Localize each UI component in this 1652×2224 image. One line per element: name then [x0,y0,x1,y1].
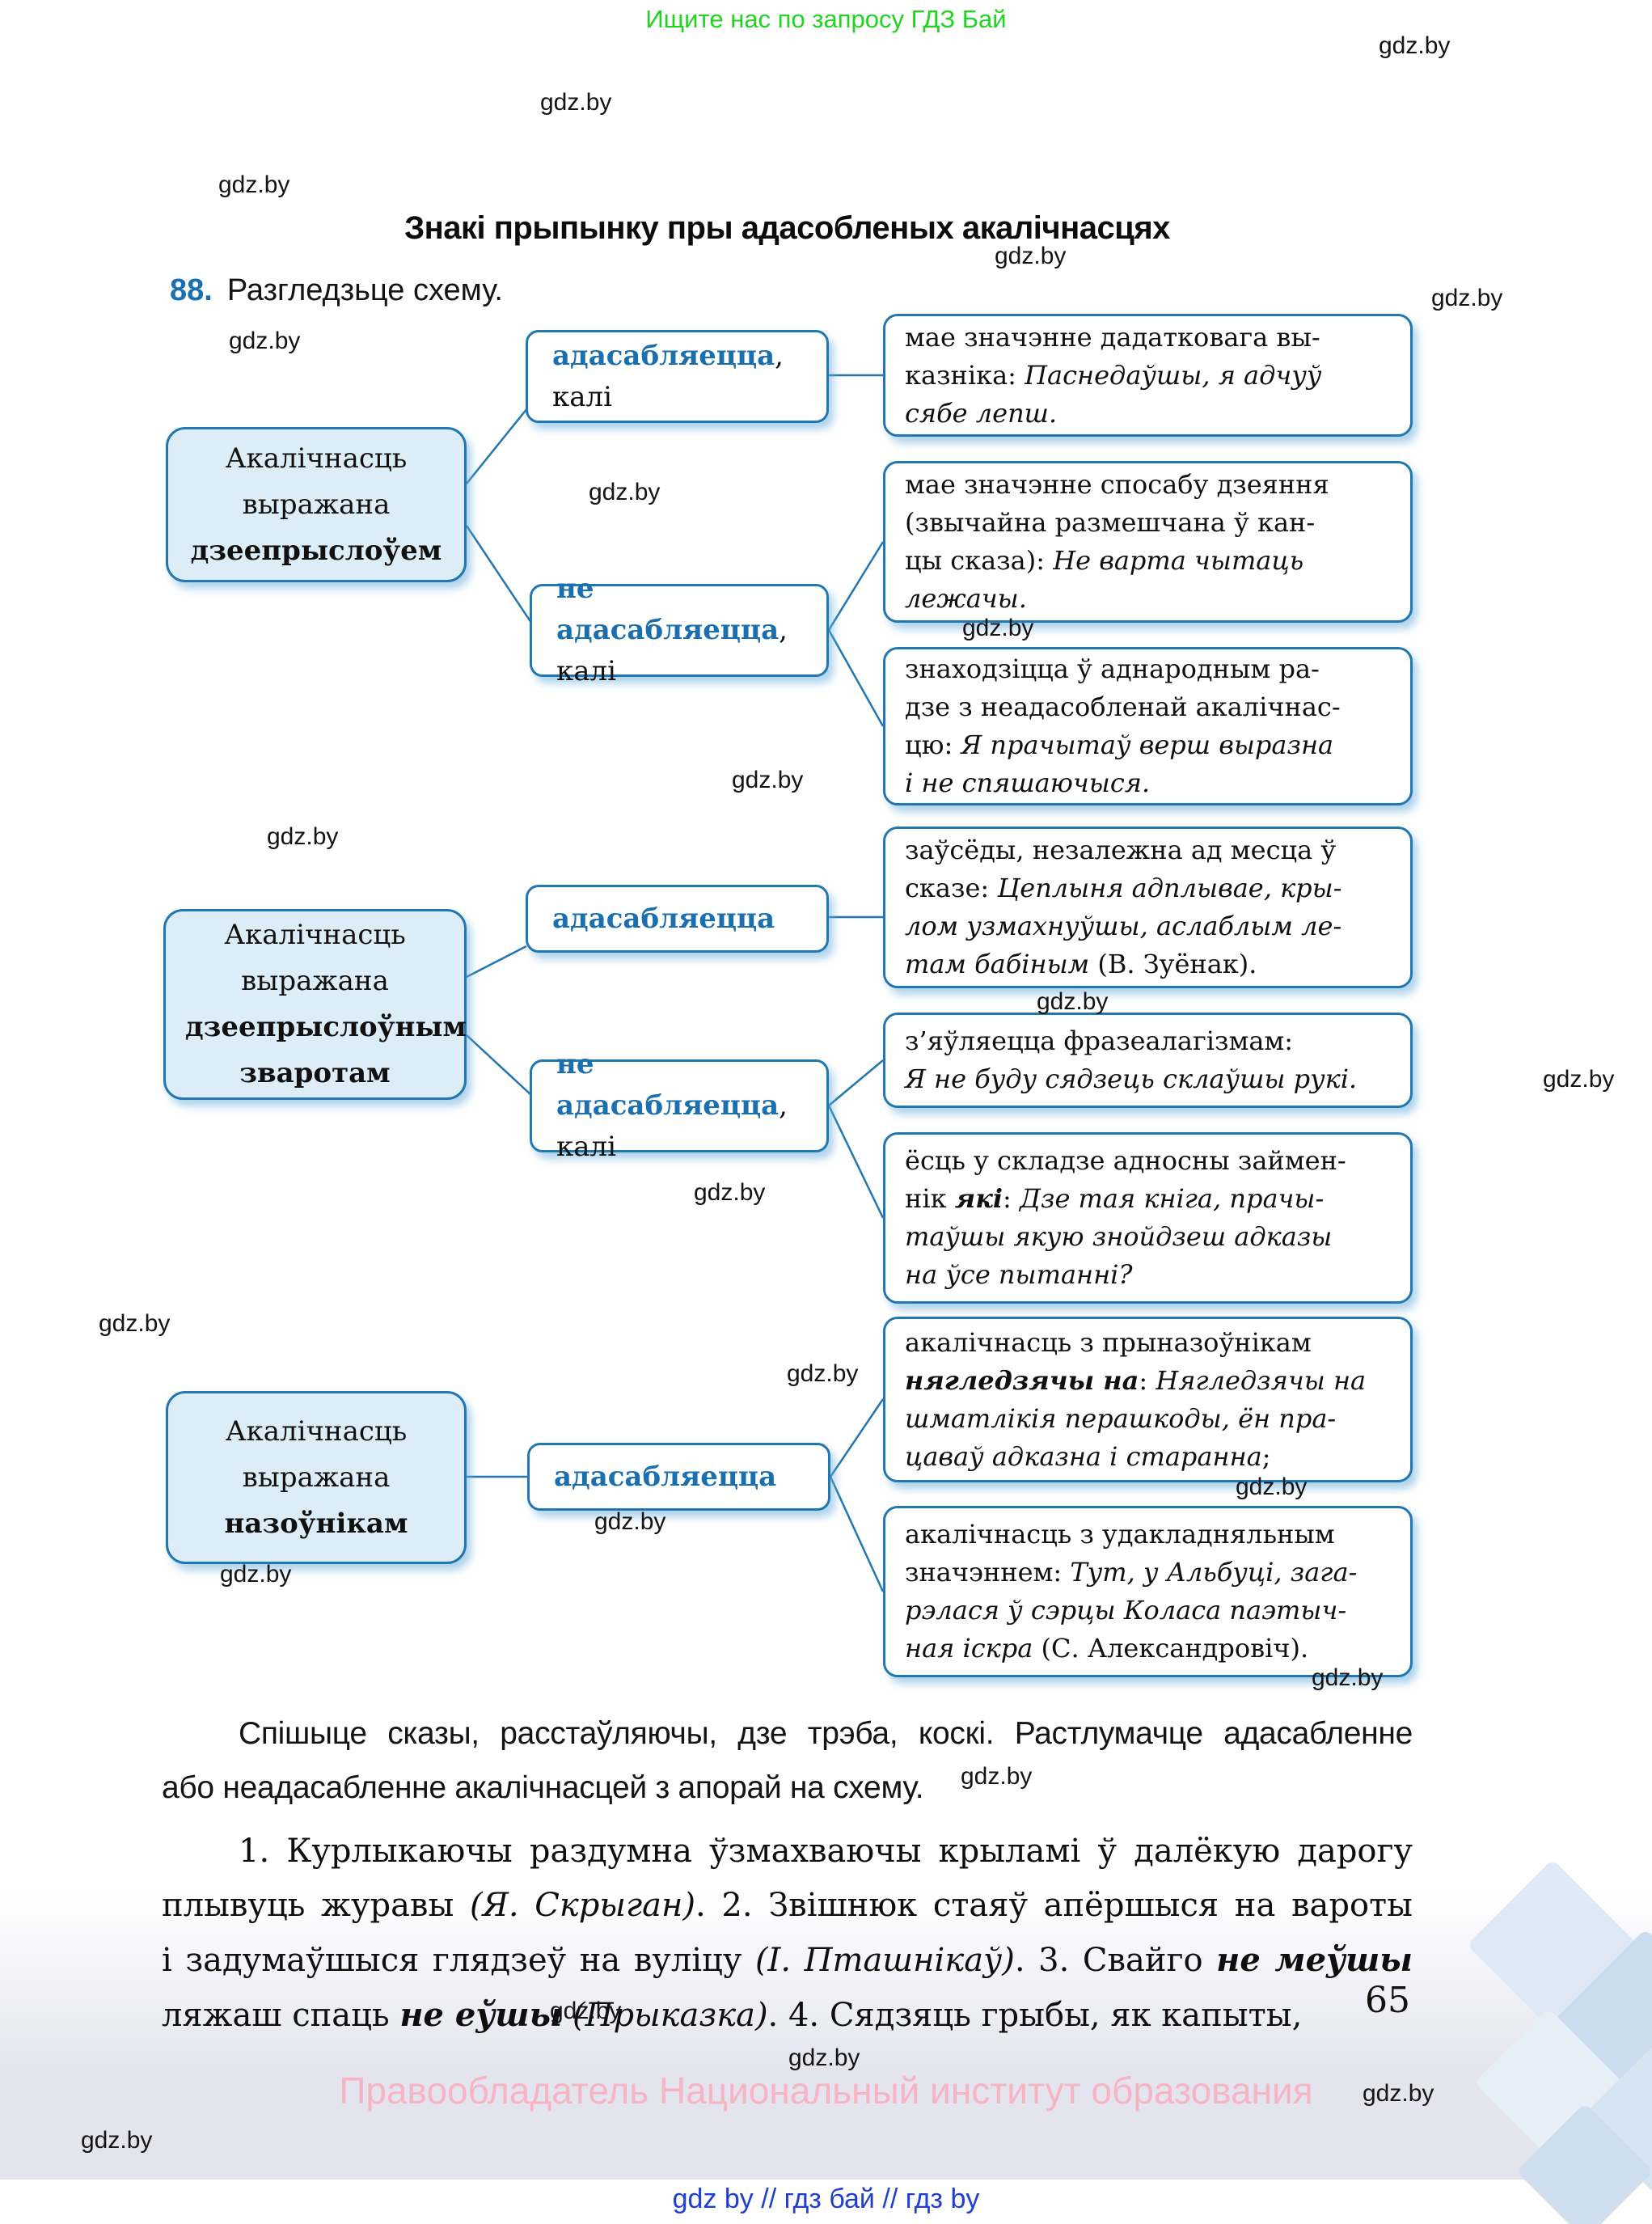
watermark: gdz.by [218,171,290,198]
watermark: gdz.by [694,1179,766,1206]
watermark: gdz.by [594,1508,666,1535]
watermark: gdz.by [1236,1474,1308,1500]
watermark: gdz.by [1037,988,1109,1015]
promo-header-text: Ищите нас по запросу ГДЗ Бай [645,5,1007,33]
watermark: gdz.by [550,1998,622,2024]
watermark: gdz.by [732,767,804,793]
copyright-text: Правообладатель Национальный институт об… [339,2070,1313,2112]
watermark: gdz.by [962,615,1034,641]
watermark: gdz.by [1363,2080,1434,2107]
watermark: gdz.by [99,1310,171,1337]
exercise-line: 88. Разгледзьце схему. [170,273,1302,308]
result-box-adnosny-zaimennik: ёсць у складзе адносны займен-нік які: Д… [883,1132,1413,1304]
condition-box-adasablyaecca-2: адасабляецца [526,885,829,953]
watermark: gdz.by [229,328,301,354]
bottom-fade-band [0,1892,1652,2066]
watermark: gdz.by [1543,1066,1615,1093]
condition-box-adasablyaecca-3: адасабляецца [527,1443,830,1511]
result-box-sposabu-dzeyannya: мае значэнне спосабу дзеяння(звычайна ра… [883,461,1413,623]
watermark: gdz.by [1431,285,1503,311]
watermark: gdz.by [961,1763,1033,1790]
watermark: gdz.by [540,89,612,116]
watermark: gdz.by [1379,32,1451,59]
footer-links[interactable]: gdz by // гдз бай // гдз by [672,2184,980,2214]
watermark: gdz.by [589,479,661,505]
watermark: gdz.by [81,2127,153,2154]
sentences-paragraph: 1. Курлыкаючы раздумна ўзмахваючы крылам… [162,1833,1413,2034]
watermark: gdz.by [1312,1664,1384,1691]
condition-box-ne-adasablyaecca-kali-2: не адасабляецца,калі [530,1048,829,1163]
watermark: gdz.by [995,243,1067,269]
watermark: gdz.by [267,823,339,850]
watermark: gdz.by [220,1561,292,1588]
result-box-frazealagizm: з’яўляецца фразеалагізмам:Я не буду сядз… [883,1013,1413,1108]
page-title: Знакі прыпынку пры адасобленых акалічнас… [404,210,1170,246]
task-paragraph: Спішыце сказы, расстаўляючы, дзе трэба, … [162,1716,1413,1805]
condition-box-adasablyaecca-kali-1: адасабляецца,калі [526,330,829,423]
result-box-dadatkovaga-vykaznika: мае значэнне дадатковага вы-казніка: Пас… [883,314,1413,437]
exercise-number: 88. [170,273,213,307]
page-number: 65 [1365,1980,1410,2021]
watermark: gdz.by [787,1360,859,1387]
exercise-task: Разгледзьце схему. [226,273,503,307]
bottom-lavender-band [0,2065,1652,2180]
result-box-adnarodny-rad: знаходзіцца ў аднародным ра-дзе з неадас… [883,647,1413,805]
condition-box-ne-adasablyaecca-kali-1: не адасабляецца,калі [530,573,829,687]
watermark: gdz.by [788,2044,860,2071]
